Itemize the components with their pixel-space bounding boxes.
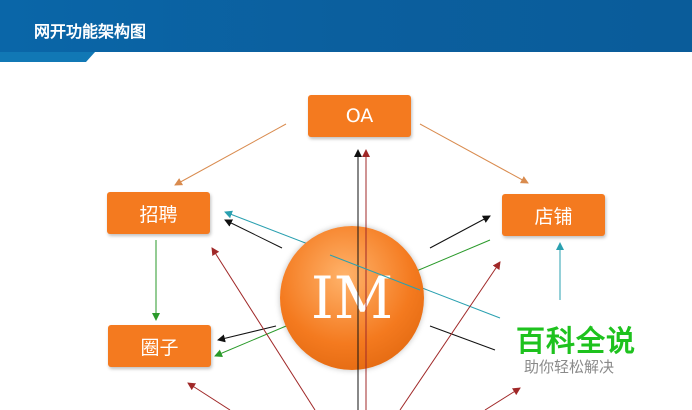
- arrow-oa-recruit: [174, 123, 287, 186]
- node-circle: 圈子: [108, 325, 211, 367]
- arrow-im-recruit: [224, 219, 283, 249]
- arrow-lower-right: [429, 325, 496, 351]
- watermark-subtitle: 助你轻松解决: [524, 358, 615, 376]
- page-title: 网开功能架构图: [34, 22, 147, 41]
- node-oa: OA: [308, 95, 411, 137]
- arrow-im-circle: [217, 325, 277, 343]
- node-recruit: 招聘: [107, 192, 210, 234]
- arrow-red-shop: [399, 261, 501, 410]
- header-notch: [0, 52, 692, 70]
- node-im: IM: [280, 226, 424, 370]
- arrow-red-recruit: [211, 247, 316, 410]
- arrow-red-lower-right: [484, 387, 521, 410]
- arrow-red-lower-left: [187, 382, 231, 410]
- arrow-oa-shop: [419, 123, 529, 184]
- node-shop: 店铺: [502, 194, 605, 236]
- arrow-im-shop: [429, 215, 491, 249]
- watermark-title: 百科全说: [516, 324, 637, 358]
- header-bar: [0, 0, 692, 52]
